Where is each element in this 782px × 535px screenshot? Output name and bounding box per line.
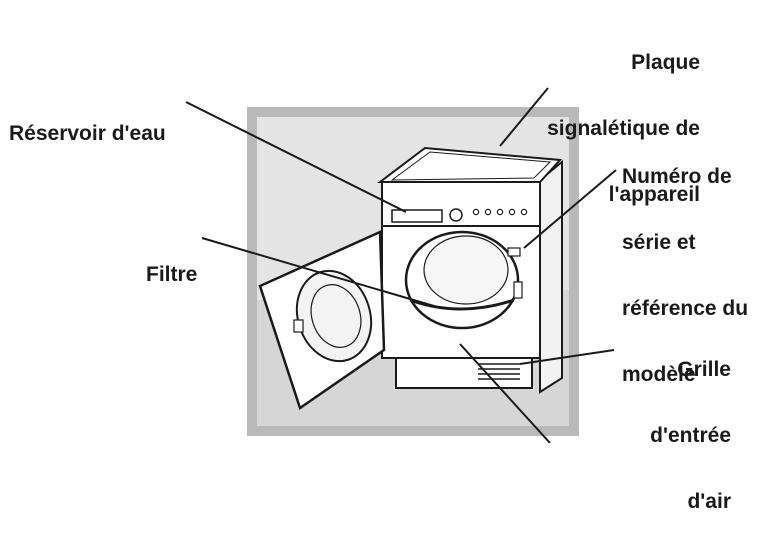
- door-glass-inner: [310, 284, 362, 348]
- dryer-diagram: [185, 87, 617, 443]
- label-line: Filtre: [146, 263, 198, 286]
- label-line: d'entrée: [650, 424, 731, 447]
- door-latch: [513, 281, 523, 299]
- label-filtre: Filtre: [146, 220, 197, 308]
- label-plaque-signaletique: Plaque signalétique de l'appareil: [547, 8, 700, 228]
- label-grille-air: Grille d'entrée d'air: [650, 315, 731, 535]
- label-numero-serie: Numéro de série et référence du modèle: [622, 122, 748, 408]
- label-line: Plaque: [631, 51, 700, 74]
- label-line: d'air: [687, 490, 731, 513]
- leader-reservoir: [185, 101, 407, 213]
- label-line: Réservoir d'eau: [9, 122, 166, 145]
- dryer-plinth: [395, 357, 533, 389]
- air-inlet-grille: [478, 363, 520, 380]
- label-line: Grille: [677, 358, 731, 381]
- leader-bottom: [459, 343, 551, 443]
- label-line: référence du: [622, 297, 749, 320]
- control-buttons: [472, 208, 528, 216]
- label-line: signalétique de: [547, 117, 700, 140]
- program-knob-icon: [449, 208, 463, 222]
- drum-inner: [423, 235, 509, 305]
- leader-filtre: [201, 237, 435, 307]
- leader-grille: [519, 349, 615, 365]
- dryer-top-inner: [390, 151, 552, 181]
- door-handle: [293, 319, 304, 333]
- label-line: Numéro de: [622, 165, 732, 188]
- label-line: l'appareil: [608, 183, 700, 206]
- label-reservoir-eau: Réservoir d'eau: [9, 79, 166, 167]
- filter-slot: [409, 298, 515, 311]
- water-tank-drawer: [391, 209, 443, 223]
- leader-numero: [523, 169, 617, 249]
- leader-lines: [185, 87, 617, 443]
- serial-plate: [507, 247, 521, 257]
- label-line: série et: [622, 231, 696, 254]
- leader-plaque: [499, 87, 549, 147]
- label-line: modèle: [622, 363, 696, 386]
